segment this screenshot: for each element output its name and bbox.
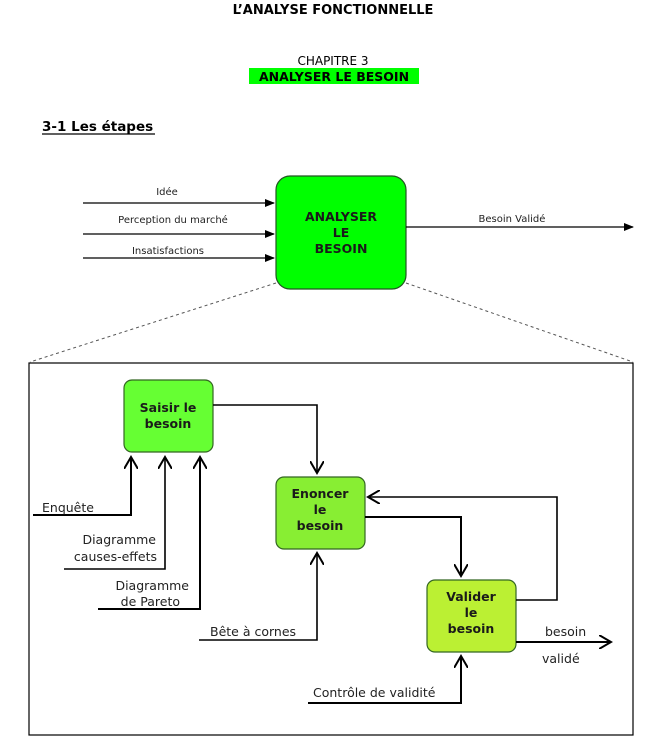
input-arrow-enquete — [33, 457, 131, 516]
output-label-line-2: validé — [542, 651, 580, 666]
input-label-pareto-1: Diagramme — [115, 578, 189, 593]
input-arrow-bete-a-cornes — [199, 553, 317, 641]
detail-frame — [28, 362, 634, 736]
analyser-box-line-1: ANALYSER — [305, 209, 377, 224]
arrow-enoncer-to-valider — [365, 516, 461, 576]
analyser-box-line-3: BESOIN — [315, 241, 368, 256]
arrow-saisir-to-enoncer — [213, 404, 317, 473]
input-arrow-controle-validite — [308, 656, 461, 704]
chapter-number: CHAPITRE 3 — [297, 54, 368, 68]
valider-box-line-2: le — [465, 605, 478, 620]
document-title: L’ANALYSE FONCTIONNELLE — [233, 3, 434, 18]
saisir-le-besoin-box — [123, 379, 214, 453]
input-label-causes-effets-1: Diagramme — [82, 532, 156, 547]
input-label-enquete: Enquête — [42, 500, 94, 515]
overview-input-arrows — [83, 199, 275, 262]
section-title: 3-1 Les étapes — [42, 119, 153, 135]
output-label-besoin-valide: Besoin Validé — [479, 213, 546, 225]
input-label-bete-a-cornes: Bête à cornes — [210, 624, 296, 639]
zoom-line-right — [405, 282, 634, 363]
input-label-perception: Perception du marché — [118, 214, 228, 226]
input-arrow-causes-effets — [64, 457, 165, 570]
input-arrow-pareto — [98, 457, 200, 610]
valider-box-line-1: Valider — [446, 589, 496, 604]
input-label-controle-validite: Contrôle de validité — [313, 685, 436, 700]
valider-le-besoin-box — [426, 579, 517, 653]
enoncer-box-line-1: Enoncer — [292, 486, 350, 501]
input-label-causes-effets-2: causes-effets — [74, 549, 157, 564]
enoncer-le-besoin-box — [275, 476, 366, 550]
chapter-title-highlight — [249, 68, 419, 84]
input-label-insatisfactions: Insatisfactions — [132, 246, 204, 257]
valider-box-line-3: besoin — [448, 621, 495, 636]
enoncer-box-line-2: le — [314, 502, 327, 517]
output-label-line-1: besoin — [545, 624, 586, 639]
zoom-line-left — [29, 282, 277, 363]
feedback-arrow-valider-to-enoncer — [368, 497, 558, 601]
chapter-title: ANALYSER LE BESOIN — [259, 69, 409, 84]
enoncer-box-line-3: besoin — [297, 518, 344, 533]
analyser-box-line-2: LE — [333, 225, 350, 240]
analyser-le-besoin-box — [275, 175, 407, 290]
saisir-box-line-1: Saisir le — [140, 400, 197, 415]
input-label-idee: Idée — [156, 186, 178, 198]
saisir-box-line-2: besoin — [145, 416, 192, 431]
input-label-pareto-2: de Pareto — [121, 594, 180, 609]
